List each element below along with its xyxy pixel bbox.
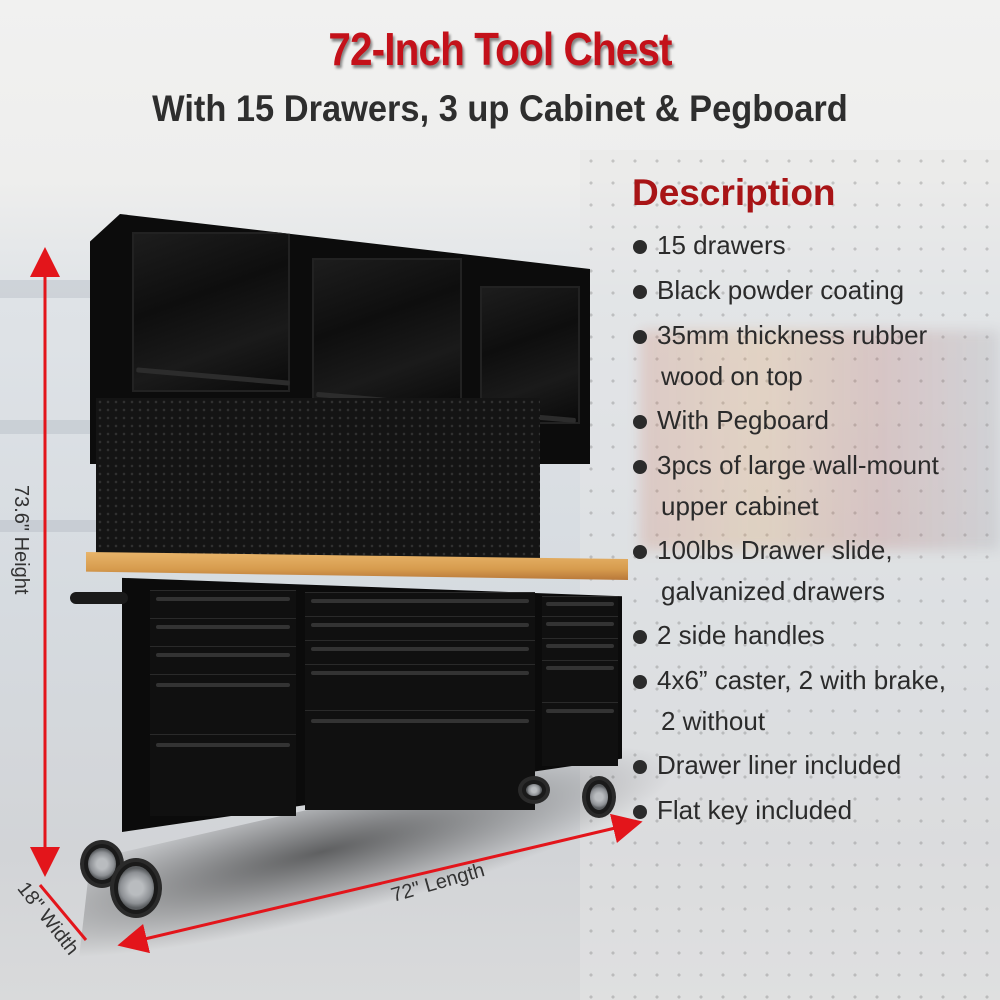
caster-wheel: [518, 776, 550, 804]
drawer: [542, 638, 618, 660]
caster-wheel: [582, 776, 616, 818]
drawer: [542, 702, 618, 766]
drawer: [542, 660, 618, 702]
drawer: [150, 618, 296, 646]
cabinet-door-1: [132, 232, 290, 392]
bullet-icon: [633, 460, 647, 474]
drawer: [150, 590, 296, 618]
bullet-icon: [633, 415, 647, 429]
feature-list: 15 drawers Black powder coating 35mm thi…: [632, 224, 1000, 831]
bullet-icon: [633, 545, 647, 559]
background-hanging-tools: [640, 330, 1000, 550]
side-handle: [70, 592, 128, 604]
background-pegboard: [580, 150, 1000, 1000]
bullet-icon: [633, 675, 647, 689]
drawer: [305, 664, 535, 710]
feature-item: 2 side handles: [632, 614, 1000, 656]
pegboard-panel: [96, 398, 540, 566]
height-dimension-label: 73.6" Height: [10, 485, 32, 595]
bullet-icon: [633, 240, 647, 254]
feature-item: Drawer liner included: [632, 744, 1000, 786]
description-panel: Description 15 drawers Black powder coat…: [632, 172, 1000, 834]
cabinet-door-2: [312, 258, 462, 408]
drawer: [305, 640, 535, 664]
feature-item: 4x6” caster, 2 with brake,2 without: [632, 659, 1000, 741]
drawer: [305, 710, 535, 810]
product-title: 72-Inch Tool Chest: [328, 23, 672, 75]
feature-item: 15 drawers: [632, 224, 1000, 266]
drawer: [305, 616, 535, 640]
bullet-icon: [633, 630, 647, 644]
bullet-icon: [633, 805, 647, 819]
drawer: [150, 734, 296, 816]
drawer: [150, 674, 296, 734]
product-subtitle: With 15 Drawers, 3 up Cabinet & Pegboard: [152, 88, 848, 129]
feature-item: 100lbs Drawer slide,galvanized drawers: [632, 529, 1000, 611]
bullet-icon: [633, 330, 647, 344]
drawer: [542, 596, 618, 616]
drawer: [542, 616, 618, 638]
feature-item: Flat key included: [632, 789, 1000, 831]
bullet-icon: [633, 760, 647, 774]
drawer: [305, 592, 535, 616]
drawer: [150, 646, 296, 674]
description-heading: Description: [632, 172, 836, 213]
caster-wheel-with-brake: [110, 858, 162, 918]
feature-item: With Pegboard: [632, 399, 1000, 441]
bullet-icon: [633, 285, 647, 299]
feature-item: Black powder coating: [632, 269, 1000, 311]
